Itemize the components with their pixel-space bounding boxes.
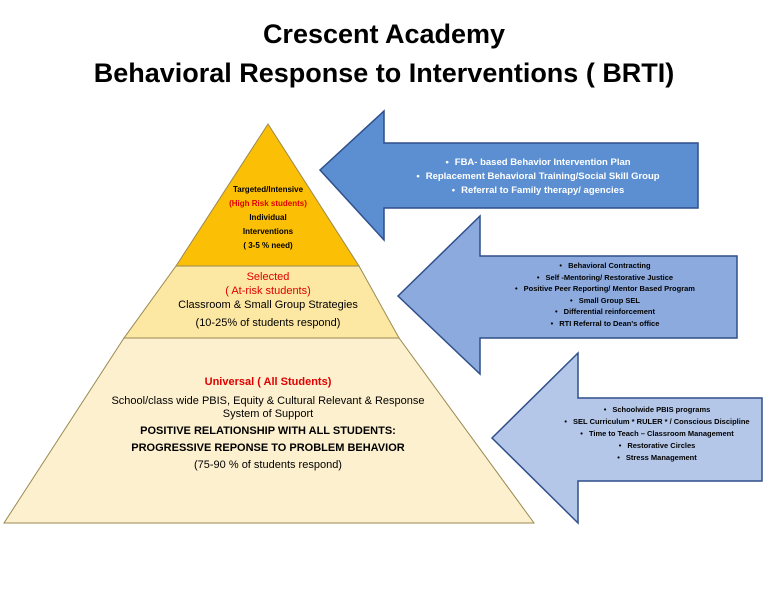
list-item: Behavioral Contracting [470,260,740,272]
tier-selected-response: (10-25% of students respond) [195,317,341,329]
tier-selected-text: Selected ( At-risk students) Classroom &… [140,270,396,330]
list-item: Stress Management [552,452,762,464]
tier-universal-response: (75-90 % of students respond) [194,459,342,471]
page-subtitle: Behavioral Response to Interventions ( B… [93,58,675,88]
list-item: FBA- based Behavior Intervention Plan [378,156,698,170]
tier-targeted-group: (High Risk students) [229,199,307,208]
tier-selected-strategies: Classroom & Small Group Strategies [178,299,358,311]
list-item: Positive Peer Reporting/ Mentor Based Pr… [470,283,740,295]
list-item: Differential reinforcement [470,306,740,318]
page-title: Crescent Academy [262,19,506,49]
list-item: Referral to Family therapy/ agencies [378,184,698,198]
tier-universal-progressive: PROGRESSIVE REPONSE TO PROBLEM BEHAVIOR [131,442,405,454]
targeted-interventions-list: FBA- based Behavior Intervention Plan Re… [378,156,698,198]
tier-targeted-line3: Individual [249,213,287,222]
tier-targeted-name: Targeted/Intensive [232,185,304,194]
list-item: Small Group SEL [470,295,740,307]
list-item: Time to Teach – Classroom Management [552,428,762,440]
list-item: Self -Mentoring/ Restorative Justice [470,272,740,284]
list-item: Restorative Circles [552,440,762,452]
tier-targeted-need: ( 3-5 % need) [243,241,293,250]
list-item: Replacement Behavioral Training/Social S… [378,170,698,184]
pyramid-tier-universal [3,337,535,524]
list-item: RTI Referral to Dean's office [470,318,740,330]
tier-universal-text: Universal ( All Students) School/class w… [88,376,448,472]
tier-targeted-text: Targeted/Intensive (High Risk students) … [208,183,328,253]
selected-interventions-list: Behavioral Contracting Self -Mentoring/ … [470,260,740,329]
tier-targeted-line4: Interventions [242,227,294,236]
tier-universal-support-line1: School/class wide PBIS, Equity & Cultura… [111,395,425,407]
list-item: Schoolwide PBIS programs [552,404,762,416]
universal-interventions-list: Schoolwide PBIS programs SEL Curriculum … [552,404,762,464]
tier-selected-group: ( At-risk students) [225,285,311,297]
list-item: SEL Curriculum * RULER * / Conscious Dis… [552,416,762,428]
tier-universal-name: Universal ( All Students) [204,376,332,388]
tier-universal-relationship: POSITIVE RELATIONSHIP WITH ALL STUDENTS: [140,425,396,437]
tier-universal-support-line2: System of Support [222,408,314,420]
tier-selected-name: Selected [246,271,290,283]
